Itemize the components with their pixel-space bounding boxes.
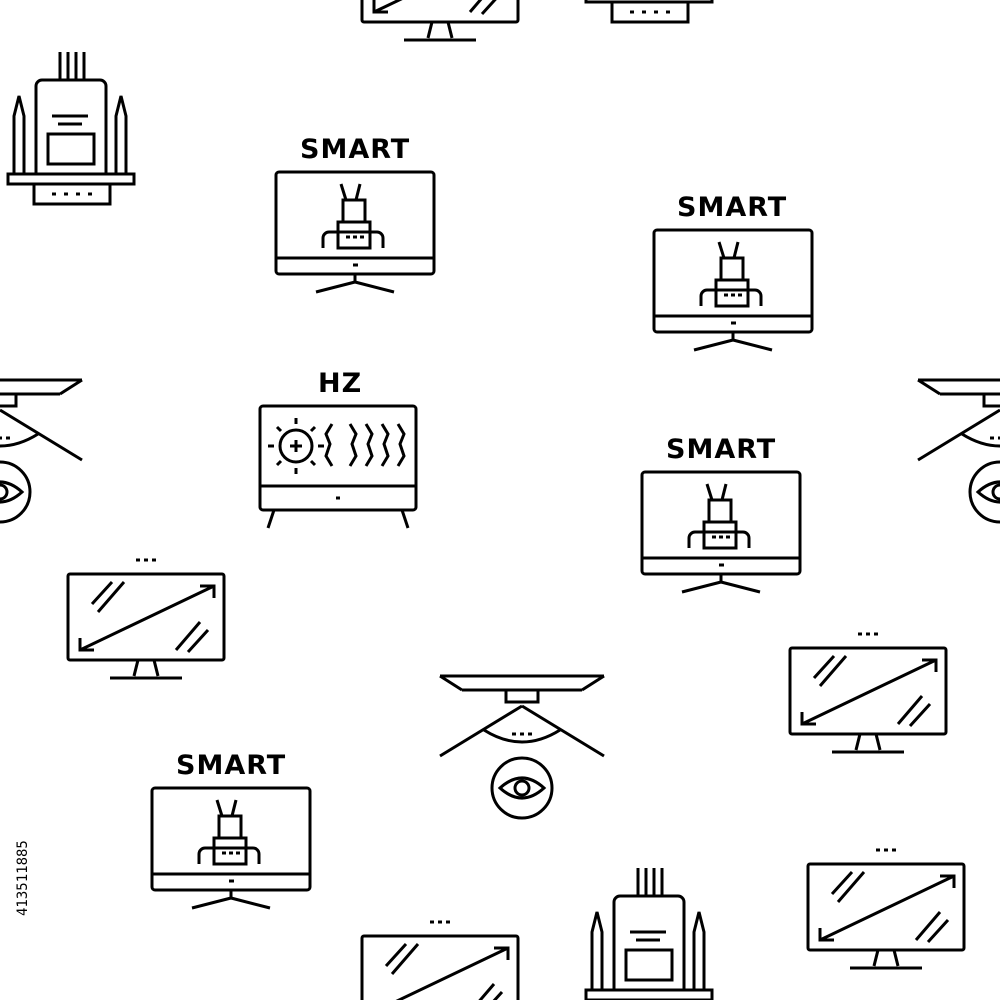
hz-label: HZ	[318, 368, 362, 399]
smart-monitor-icon: SMART	[652, 192, 814, 352]
eye-care-monitor-icon	[0, 378, 84, 524]
vga-connector-icon	[584, 0, 714, 24]
smart-label: SMART	[300, 134, 410, 165]
refresh-rate-monitor-icon: HZ	[258, 368, 418, 530]
eye-care-monitor-icon	[438, 674, 606, 820]
eye-care-monitor-icon	[916, 378, 1000, 524]
smart-monitor-icon: SMART	[274, 134, 436, 294]
diagonal-monitor-icon	[360, 920, 520, 1000]
diagonal-monitor-icon	[66, 558, 226, 680]
smart-label: SMART	[666, 434, 776, 465]
vga-connector-icon	[584, 866, 714, 1000]
smart-monitor-icon: SMART	[640, 434, 802, 594]
diagonal-monitor-icon	[788, 632, 948, 754]
smart-monitor-icon: SMART	[150, 750, 312, 910]
diagonal-monitor-icon	[360, 0, 520, 42]
diagonal-monitor-icon	[806, 848, 966, 970]
vga-connector-icon	[6, 50, 136, 206]
stock-id-text: 413511885	[15, 840, 31, 916]
smart-label: SMART	[677, 192, 787, 223]
smart-label: SMART	[176, 750, 286, 781]
